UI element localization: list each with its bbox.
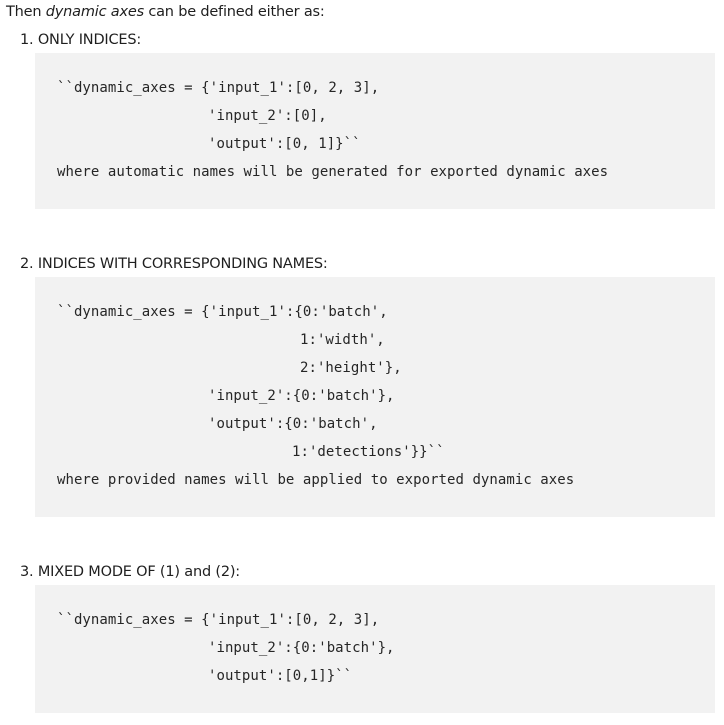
intro-emphasis: dynamic axes xyxy=(45,4,144,20)
section-2-heading: 2. INDICES WITH CORRESPONDING NAMES: xyxy=(20,256,328,272)
code-line: 'input_2':[0], xyxy=(208,108,327,124)
section-3-heading: 3. MIXED MODE OF (1) and (2): xyxy=(20,564,240,580)
section-1-code-block: ``dynamic_axes = {'input_1':[0, 2, 3], '… xyxy=(35,53,715,209)
code-line: 'output':[0,1]}`` xyxy=(208,668,353,684)
section-2-code-block: ``dynamic_axes = {'input_1':{0:'batch', … xyxy=(35,277,715,517)
code-line: 2:'height'}, xyxy=(300,360,402,376)
code-line: 1:'width', xyxy=(300,332,385,348)
code-line: 1:'detections'}}`` xyxy=(292,444,445,460)
section-1-heading: 1. ONLY INDICES: xyxy=(20,32,142,48)
intro-prefix: Then xyxy=(6,4,46,20)
section-3-code-block: ``dynamic_axes = {'input_1':[0, 2, 3], '… xyxy=(35,585,715,713)
code-line: where automatic names will be generated … xyxy=(57,164,609,180)
code-line: 'input_2':{0:'batch'}, xyxy=(208,640,395,656)
code-line: 'output':{0:'batch', xyxy=(208,416,378,432)
code-line: 'output':[0, 1]}`` xyxy=(208,136,361,152)
code-line: 'input_2':{0:'batch'}, xyxy=(208,388,395,404)
code-line: ``dynamic_axes = {'input_1':[0, 2, 3], xyxy=(57,612,380,628)
code-line: where provided names will be applied to … xyxy=(57,472,575,488)
intro-paragraph: Then dynamic axes can be defined either … xyxy=(6,2,325,22)
intro-suffix: can be defined either as: xyxy=(143,4,325,20)
code-line: ``dynamic_axes = {'input_1':{0:'batch', xyxy=(57,304,388,320)
code-line: ``dynamic_axes = {'input_1':[0, 2, 3], xyxy=(57,80,380,96)
